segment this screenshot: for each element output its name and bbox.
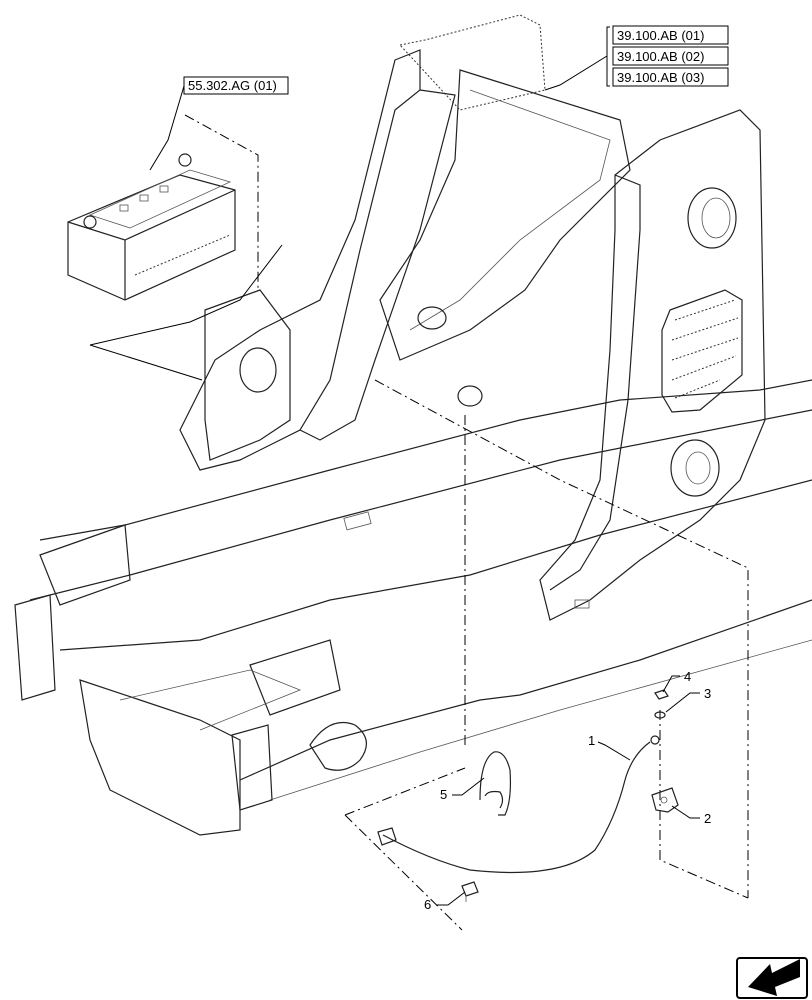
frame-reference-box-2[interactable]: 39.100.AB (02) [612, 46, 729, 66]
frame-reference-label-3: 39.100.AB (03) [617, 70, 704, 85]
callout-leader-5 [452, 777, 485, 796]
frame-reference-box-3[interactable]: 39.100.AB (03) [612, 67, 729, 87]
frame-reference-leader [544, 55, 608, 91]
chassis-frame [14, 14, 812, 836]
battery-reference-leader [149, 85, 185, 171]
washer [654, 711, 666, 719]
frame-reference-label-2: 39.100.AB (02) [617, 49, 704, 64]
callout-2: 2 [704, 811, 711, 826]
ground-cable [377, 735, 660, 874]
callout-leader-1 [597, 741, 631, 761]
callout-leader-4 [662, 675, 680, 693]
nut [654, 689, 669, 700]
callout-leader-3 [665, 692, 700, 713]
battery-reference-label: 55.302.AG (01) [188, 78, 277, 93]
terminal-boot [479, 751, 512, 816]
battery-inset-outline-lower [89, 344, 203, 381]
frame-reference-group: 39.100.AB (01) 39.100.AB (02) 39.100.AB … [544, 25, 729, 91]
callout-4: 4 [684, 669, 691, 684]
callout-5: 5 [440, 787, 447, 802]
cable-group-inner-line [659, 710, 749, 899]
battery-projection-line [184, 114, 259, 290]
callout-6: 6 [424, 897, 431, 912]
callout-leader-2 [671, 805, 700, 819]
callout-leader-6 [436, 891, 466, 906]
battery-inset-outline [89, 244, 283, 346]
battery-terminal-clamp [651, 787, 679, 813]
frame-reference-box-1[interactable]: 39.100.AB (01) [612, 25, 729, 45]
battery-reference-box[interactable]: 55.302.AG (01) [183, 76, 289, 95]
cable-group-boundary-right [374, 379, 749, 898]
navigation-arrow-icon[interactable] [736, 957, 808, 999]
frame-reference-label-1: 39.100.AB (01) [617, 28, 704, 43]
callout-1: 1 [588, 733, 595, 748]
cable-group-boundary-bottom-left [344, 767, 466, 816]
cable-group-boundary-bottom [344, 814, 463, 931]
battery [67, 153, 236, 301]
callout-3: 3 [704, 686, 711, 701]
